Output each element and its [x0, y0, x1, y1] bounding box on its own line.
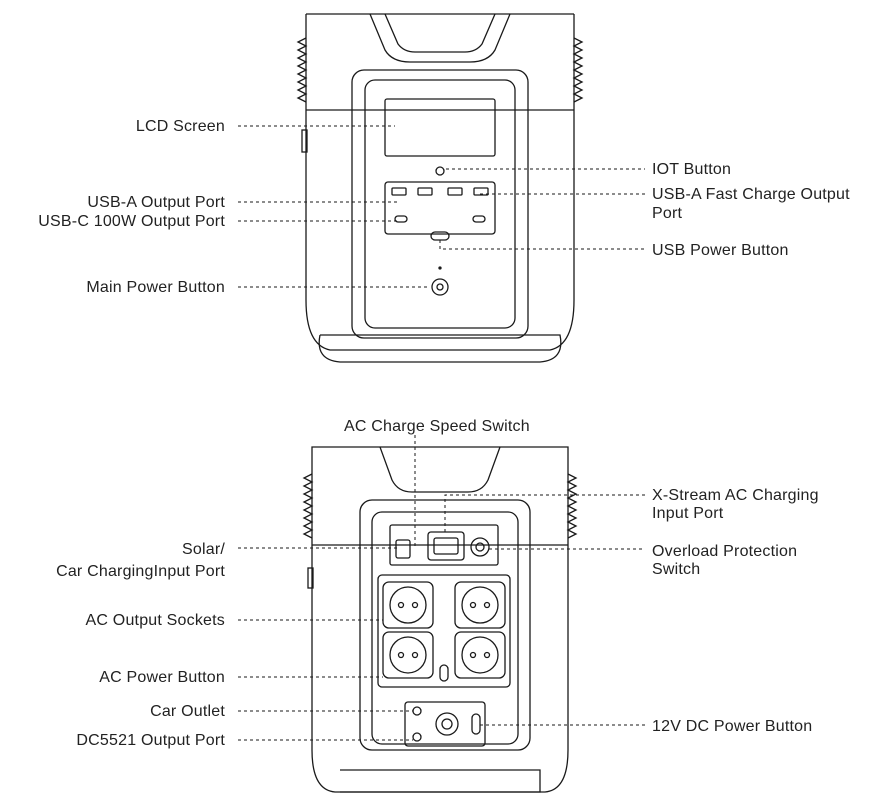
rear-base [340, 769, 541, 793]
input-port-row [389, 524, 499, 566]
lcd-screen [384, 98, 496, 157]
front-view [296, 13, 584, 363]
label-usb-c-output: USB-C 100W Output Port [38, 213, 225, 230]
label-ac-power-button: AC Power Button [99, 669, 225, 686]
front-left-ridges [296, 37, 308, 103]
label-overload-line2: Switch [652, 561, 701, 578]
usb-port-block [384, 181, 496, 235]
usb-a-fast-port-2 [473, 187, 489, 196]
main-power-button-inner [436, 283, 444, 291]
label-dc5521-output: DC5521 Output Port [76, 732, 225, 749]
label-xstream-line1: X-Stream AC Charging [652, 487, 819, 504]
usb-a-port-2 [417, 187, 433, 196]
ac-socket-3 [382, 631, 434, 679]
label-usb-a-output: USB-A Output Port [87, 194, 225, 211]
dc5521-port-2 [412, 732, 422, 742]
rear-side-tab [307, 567, 314, 589]
front-right-ridges [572, 37, 584, 103]
label-usb-power-button: USB Power Button [652, 242, 789, 259]
front-handle [369, 13, 511, 63]
front-handle-inner [384, 13, 496, 53]
label-ac-charge-speed-switch: AC Charge Speed Switch [344, 418, 530, 435]
rear-body-outline [311, 446, 569, 793]
leader-usb-power [439, 240, 645, 250]
xstream-ac-input-port [427, 531, 465, 561]
dc-output-block [404, 701, 486, 747]
usb-a-fast-port-1 [447, 187, 463, 196]
ac-charge-speed-switch[interactable] [395, 539, 411, 559]
dc5521-port-1 [412, 706, 422, 716]
main-power-button[interactable] [431, 278, 449, 296]
label-main-power-button: Main Power Button [86, 279, 225, 296]
usb-a-port-1 [391, 187, 407, 196]
xstream-ac-input-inner [433, 537, 459, 555]
rear-left-ridges [302, 473, 314, 539]
front-panel [364, 79, 516, 329]
front-bezel [351, 69, 529, 339]
label-iot-button: IOT Button [652, 161, 732, 178]
label-12v-dc-power-button: 12V DC Power Button [652, 718, 813, 735]
label-lcd-screen: LCD Screen [135, 118, 225, 135]
ac-socket-4 [454, 631, 506, 679]
label-overload-line1: Overload Protection [652, 543, 798, 560]
overload-protection-inner [475, 542, 485, 552]
label-solar-line1: Solar/ [182, 541, 225, 558]
ac-socket-1 [382, 581, 434, 629]
label-car-outlet: Car Outlet [150, 703, 225, 720]
rear-handle [379, 446, 501, 493]
iot-button[interactable] [435, 166, 445, 176]
ac-power-button[interactable] [439, 664, 449, 682]
front-body-outline [305, 14, 575, 351]
rear-view [302, 446, 578, 793]
car-outlet [435, 712, 459, 736]
usb-c-port-2 [472, 215, 486, 223]
ac-socket-2 [454, 581, 506, 629]
indicator-dot [438, 266, 442, 270]
usb-c-port-1 [394, 215, 408, 223]
label-xstream-line2: Input Port [652, 505, 724, 522]
ac-socket-block [377, 574, 511, 688]
dc-12v-power-button[interactable] [471, 713, 481, 735]
leader-xstream [444, 494, 645, 532]
front-side-tab [301, 129, 308, 153]
front-base [318, 334, 562, 363]
label-solar-line2: Car ChargingInput Port [56, 563, 225, 580]
usb-power-button[interactable] [430, 231, 450, 241]
overload-protection-switch[interactable] [470, 537, 490, 557]
rear-right-ridges [566, 473, 578, 539]
label-usb-a-fast-line2: Port [652, 205, 683, 222]
label-ac-output-sockets: AC Output Sockets [85, 612, 225, 629]
label-usb-a-fast-line1: USB-A Fast Charge Output [652, 186, 850, 203]
leader-lines [238, 125, 645, 741]
car-outlet-inner [441, 718, 453, 730]
